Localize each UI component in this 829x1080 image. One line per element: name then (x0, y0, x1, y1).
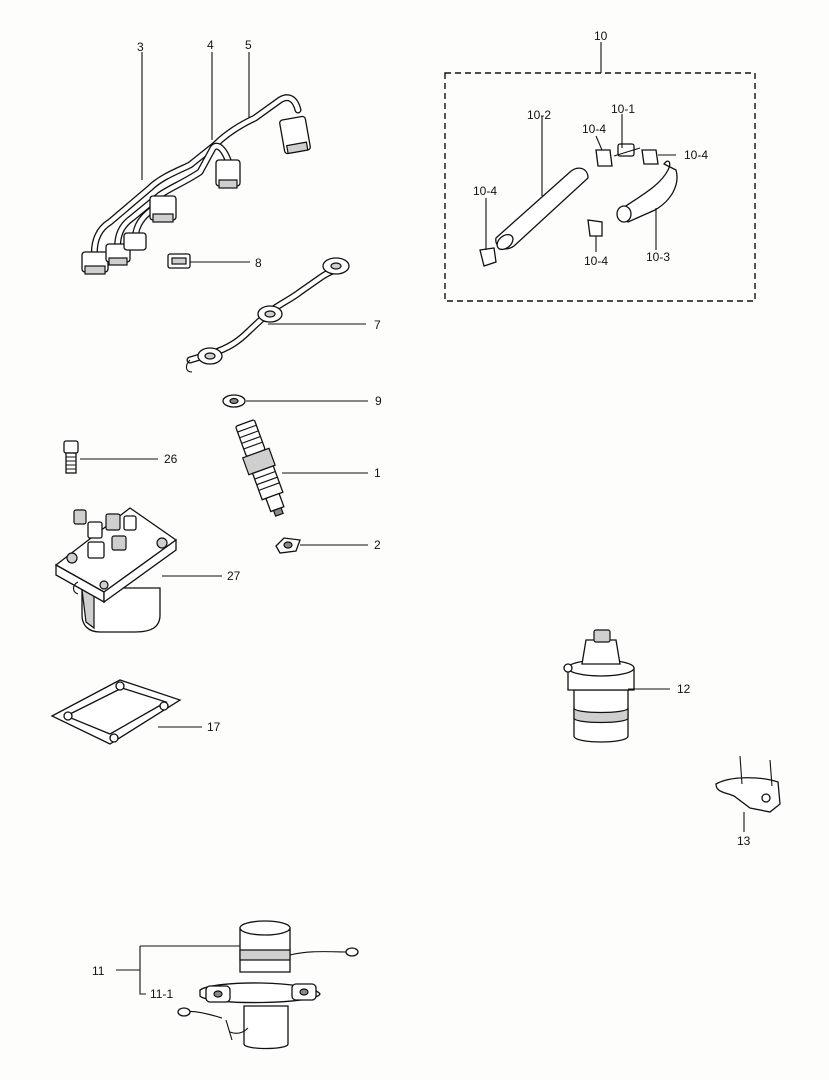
callout-10-4-right: 10-4 (684, 148, 708, 162)
callout-10-1: 10-1 (611, 102, 635, 116)
injection-nozzle (235, 419, 285, 517)
pipe-nut-3 (123, 232, 147, 251)
callout-2: 2 (374, 538, 381, 552)
callout-27: 27 (227, 569, 241, 583)
pipe-nut-1 (81, 251, 109, 275)
callout-7: 7 (374, 318, 381, 332)
fuel-hose-10-2 (495, 167, 589, 251)
pipe-nut-6 (279, 115, 311, 155)
callout-10-4-bottom: 10-4 (584, 254, 608, 268)
delivery-valve-holders (73, 509, 137, 559)
pipe-clamp (167, 253, 191, 269)
fuel-hose-kit-box (444, 72, 756, 302)
callout-12: 12 (677, 682, 691, 696)
callout-8: 8 (255, 256, 262, 270)
filter-bracket (715, 755, 781, 813)
callout-1: 1 (374, 466, 381, 480)
callout-10-2: 10-2 (527, 108, 551, 122)
leader-lines (80, 42, 745, 995)
callout-5: 5 (245, 38, 252, 52)
callout-13: 13 (737, 834, 751, 848)
fuel-filter (563, 629, 635, 743)
gasket (50, 679, 182, 745)
tee-joint-10-1 (613, 143, 641, 157)
pipe-nut-5 (215, 159, 241, 189)
callout-labels: 3 4 5 8 7 9 26 1 2 27 17 10 10-2 10-1 10… (92, 29, 751, 1001)
fuel-hose-clips (479, 149, 659, 267)
callout-9: 9 (375, 394, 382, 408)
washer-9 (222, 394, 246, 408)
callout-3: 3 (137, 40, 144, 54)
injection-pump (54, 507, 178, 633)
fuel-pump (177, 920, 359, 1050)
callout-10-4-top: 10-4 (582, 122, 606, 136)
bolt-26 (63, 440, 79, 474)
callout-17: 17 (207, 720, 221, 734)
callout-4: 4 (207, 38, 214, 52)
callout-10: 10 (594, 29, 608, 43)
callout-26: 26 (164, 452, 178, 466)
callout-10-3: 10-3 (646, 250, 670, 264)
leak-off-pipe (185, 257, 350, 373)
callout-11: 11 (92, 964, 105, 978)
callout-11-1: 11-1 (150, 987, 173, 1001)
callout-10-4-left: 10-4 (473, 184, 497, 198)
washer-2 (275, 537, 301, 554)
pipe-nut-4 (149, 195, 177, 223)
fuel-hose-10-3 (616, 160, 678, 223)
injection-pipes (81, 94, 311, 275)
